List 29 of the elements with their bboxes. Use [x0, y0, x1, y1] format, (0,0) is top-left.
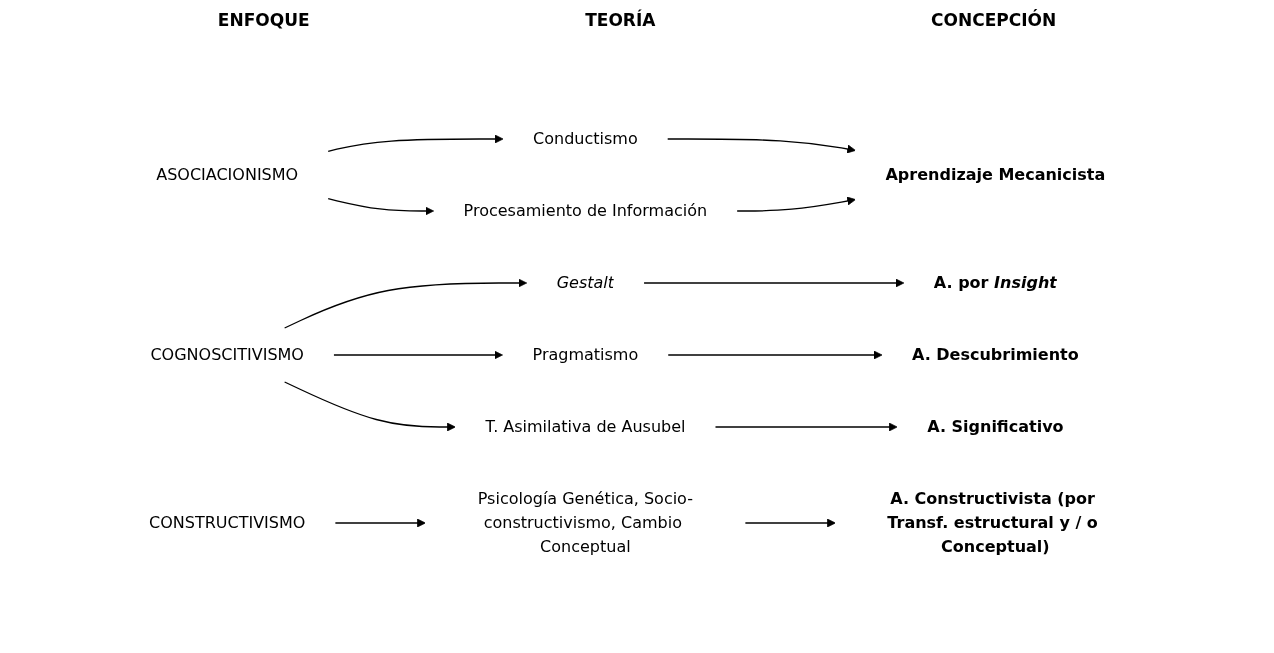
arrow — [643, 278, 905, 287]
node-text: A. Descubrimiento — [911, 344, 1079, 364]
node-text: CONSTRUCTIVISMO — [148, 512, 306, 532]
arrow — [283, 278, 527, 329]
arrow — [327, 134, 504, 152]
node-text: A. Constructivista (por Transf. estructural y / o Conceptual) — [887, 488, 1098, 556]
column-heading: TEORÍA — [585, 10, 656, 30]
column-heading: CONCEPCIÓN — [931, 10, 1057, 30]
node-text: Psicología Genética, Socio-constructivismo, Cambio Conceptual — [477, 488, 693, 556]
arrow — [714, 422, 898, 431]
node-text: COGNOSCITIVISMO — [150, 344, 304, 364]
arrow — [334, 518, 426, 527]
arrow — [667, 350, 883, 359]
node-text: Gestalt — [556, 272, 614, 292]
arrow — [327, 197, 434, 215]
node-text: A. por Insight — [933, 272, 1057, 292]
node-text: Procesamiento de Información — [463, 200, 707, 220]
node-text: A. Significativo — [927, 416, 1064, 436]
node-text: ASOCIACIONISMO — [156, 164, 298, 184]
arrow — [666, 137, 856, 153]
node-text: Conductismo — [532, 128, 638, 148]
arrow — [333, 350, 503, 359]
arrow — [736, 196, 856, 212]
column-heading: ENFOQUE — [217, 10, 310, 30]
node-text: Pragmatismo — [532, 344, 639, 364]
arrow — [283, 380, 456, 431]
node-text: Aprendizaje Mecanicista — [885, 164, 1106, 184]
node-text: T. Asimilativa de Ausubel — [485, 416, 686, 436]
arrow — [744, 518, 836, 527]
